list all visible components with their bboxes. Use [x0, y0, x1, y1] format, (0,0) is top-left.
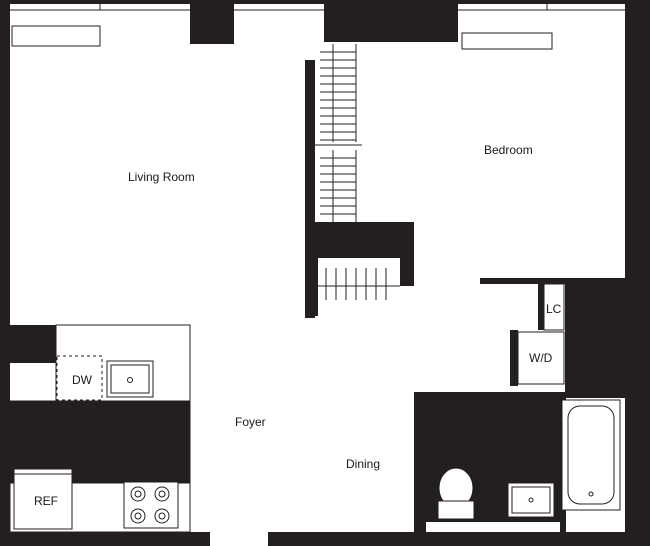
- right-column-bottom: [565, 278, 625, 398]
- stove: [123, 481, 179, 529]
- bathtub-inner: [567, 405, 615, 505]
- bath-wall-left: [414, 392, 426, 546]
- bathroom: [437, 399, 621, 520]
- lc-wall-left: [538, 284, 544, 330]
- kitchen-sink-drain: [127, 377, 133, 383]
- left-exterior-wall: [0, 0, 10, 546]
- bath-sink-drain: [528, 497, 534, 503]
- closet-shelves-upper: [320, 51, 356, 141]
- wd-wall-left: [510, 330, 518, 386]
- refrigerator-label: REF: [34, 494, 58, 508]
- kitchen-sink-basin: [110, 364, 150, 394]
- washer-dryer-label: W/D: [529, 351, 553, 365]
- linen-closet-label: LC: [546, 302, 562, 316]
- small-closet-shelves: [318, 268, 400, 300]
- dishwasher-outline: [56, 355, 103, 401]
- linen-closet: [543, 283, 565, 331]
- top-column-left: [190, 0, 234, 44]
- washer-dryer: [517, 331, 565, 385]
- closet-shelving: [315, 44, 400, 300]
- refrigerator: [13, 468, 73, 530]
- bath-wall-top: [414, 392, 564, 402]
- window-units: [11, 25, 553, 50]
- top-column-center: [324, 0, 458, 42]
- kitchen-corner-block: [10, 325, 56, 363]
- bottom-wall-right: [268, 532, 650, 546]
- bath-vanity: [507, 482, 555, 518]
- bedroom-window-unit: [461, 32, 553, 50]
- dishwasher-label: DW: [72, 373, 92, 387]
- bottom-wall-left: [0, 532, 210, 546]
- living-room-label: Living Room: [128, 170, 195, 184]
- foyer-label: Foyer: [235, 415, 266, 429]
- closet-lower-wall: [400, 258, 414, 286]
- bath-sink-basin: [511, 486, 551, 514]
- bedroom-bath-partition: [305, 60, 315, 318]
- laundry: [517, 283, 565, 385]
- kitchen-sink: [106, 360, 154, 398]
- toilet-tank: [437, 500, 475, 520]
- closet-lower-left-wall: [310, 258, 318, 316]
- bedroom-bottom-wall: [480, 278, 570, 284]
- top-wall-left-window-frame: [10, 0, 190, 4]
- windows: [10, 4, 625, 11]
- right-exterior-wall: [625, 36, 650, 546]
- dining-label: Dining: [346, 457, 381, 471]
- bedroom-closet-block: [310, 222, 414, 258]
- closet-shelves-lower: [320, 157, 356, 215]
- top-wall-mid-window-frame: [234, 0, 324, 4]
- kitchen: [9, 324, 191, 533]
- bathtub-drain: [588, 491, 594, 497]
- bedroom-label: Bedroom: [484, 143, 533, 157]
- living-room-window-unit: [11, 25, 101, 47]
- stove-burners: [130, 486, 170, 524]
- top-wall-right-window-frame: [458, 0, 636, 4]
